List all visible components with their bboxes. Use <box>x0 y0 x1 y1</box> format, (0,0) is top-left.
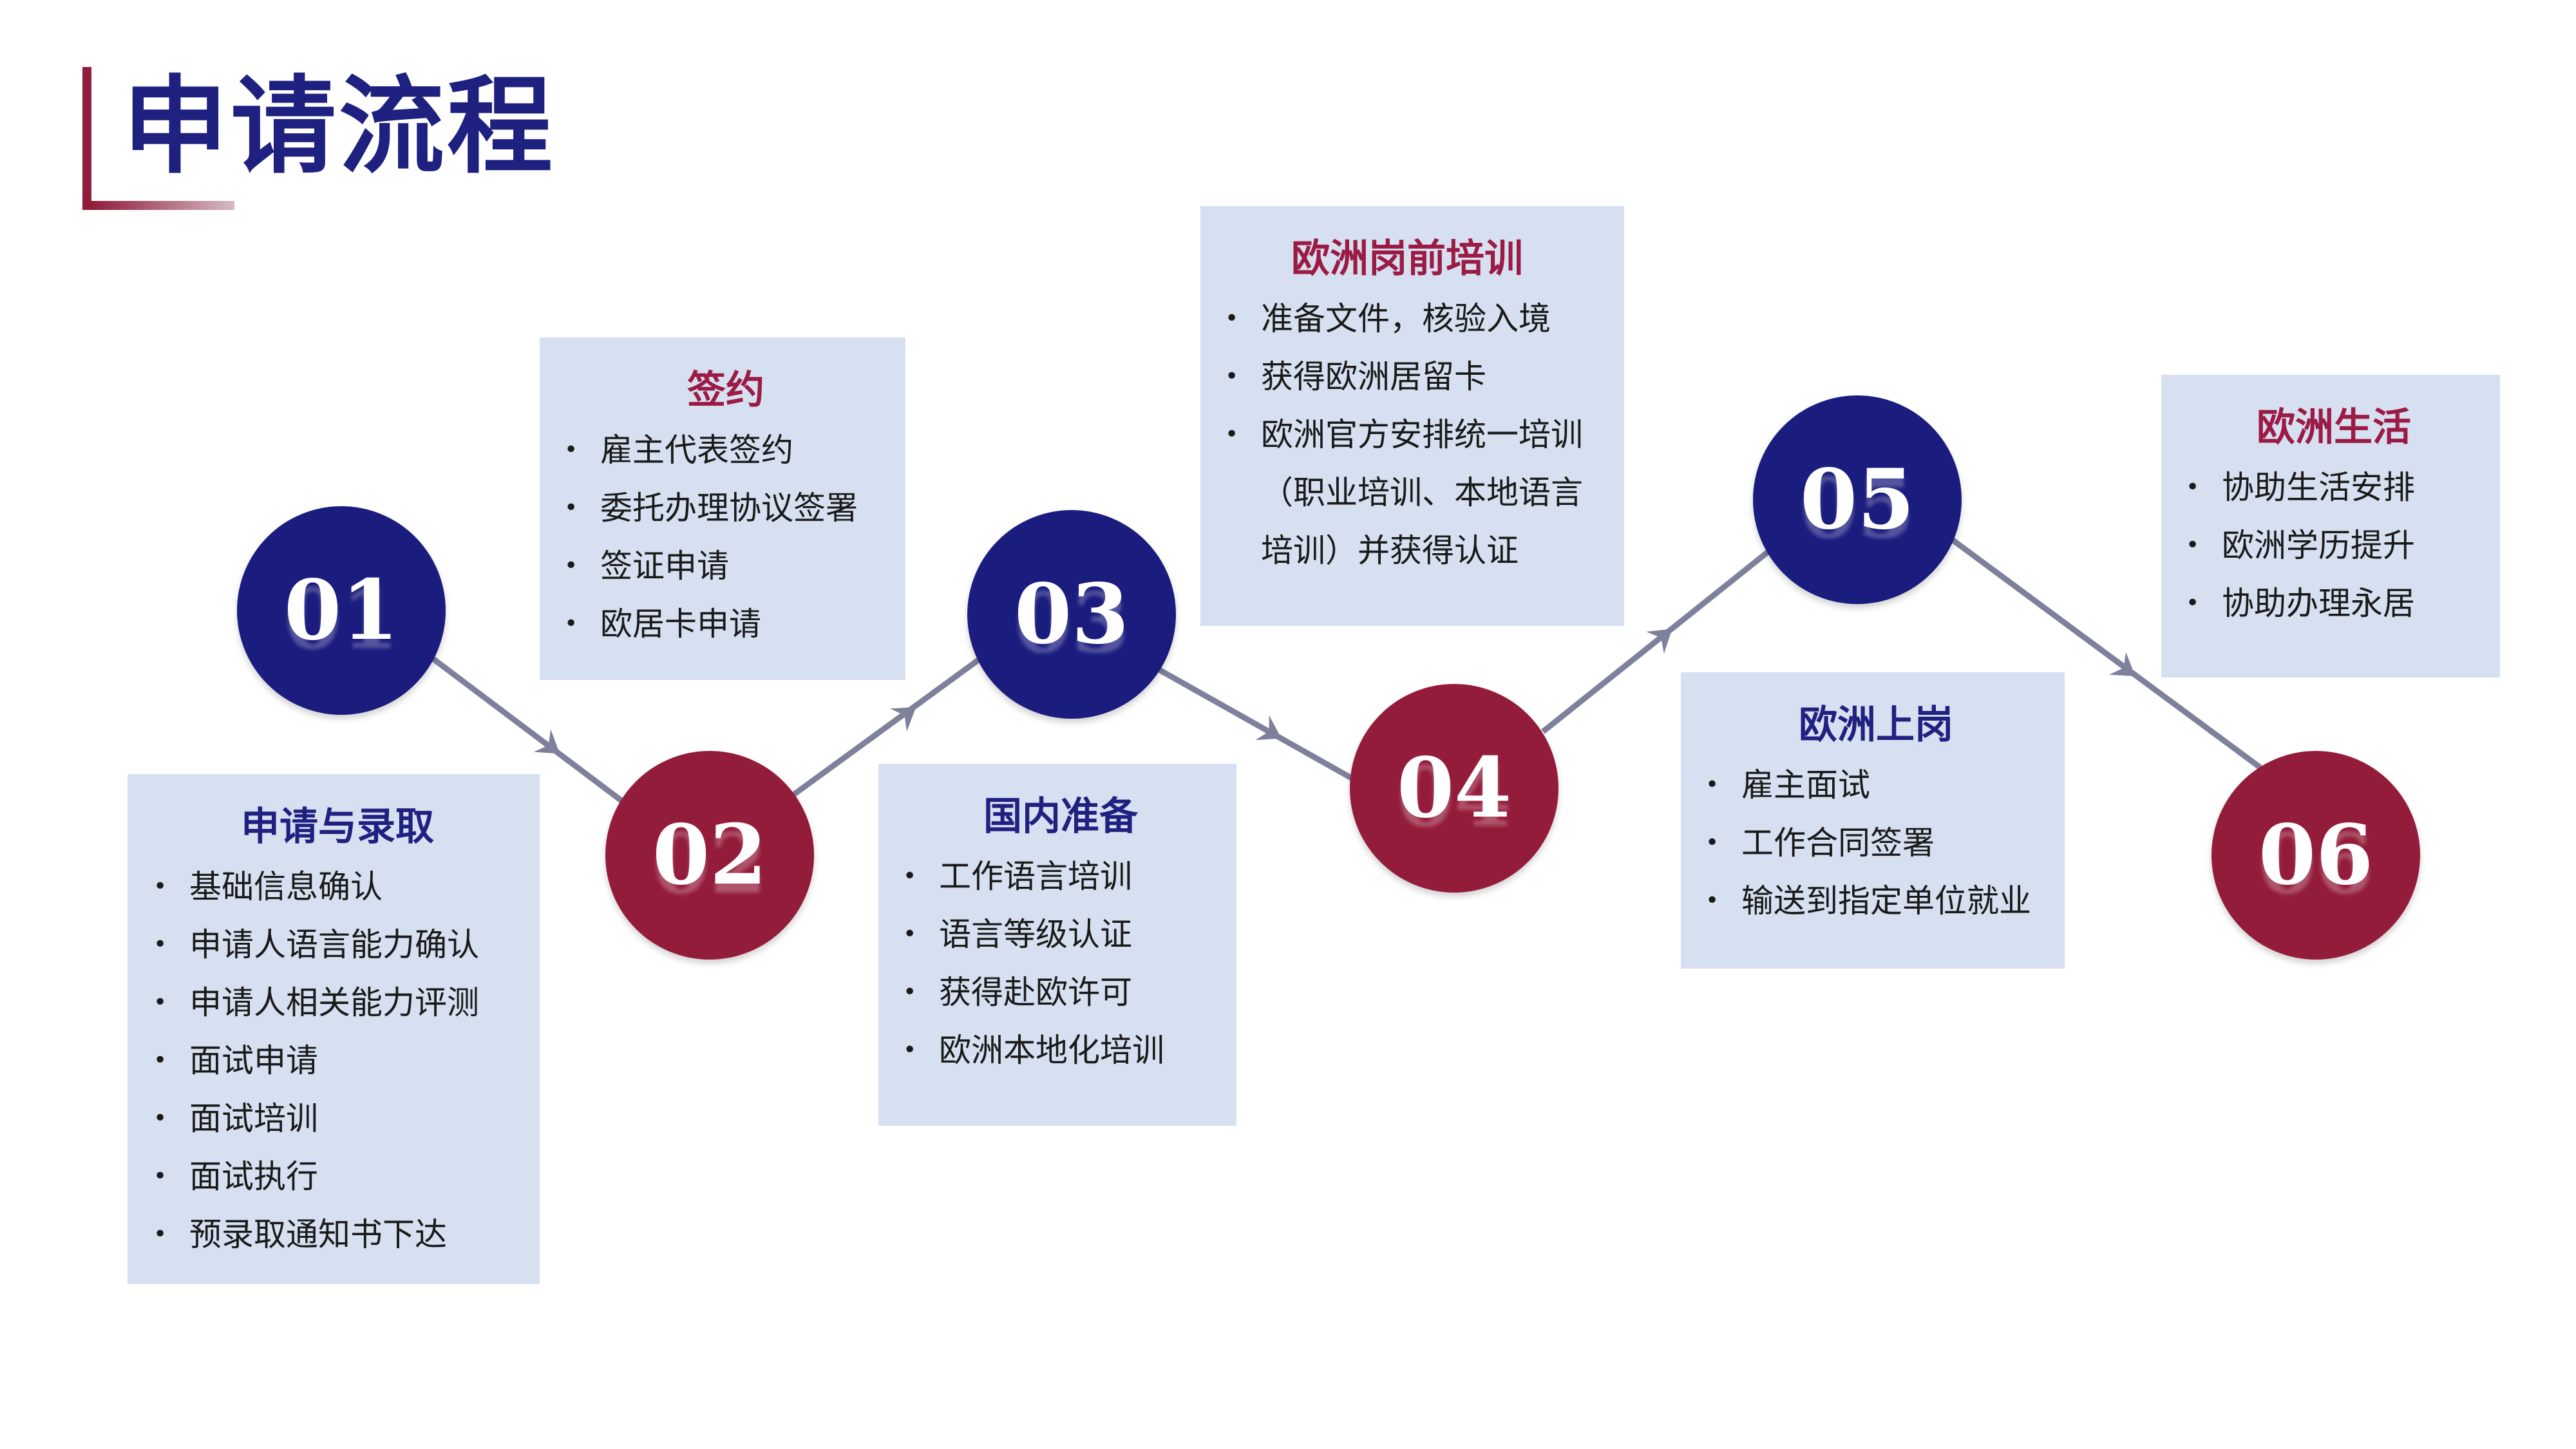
list-item: 面试申请 <box>151 1032 524 1090</box>
title-bracket <box>82 67 234 210</box>
arrow-marker-5 <box>2109 652 2136 676</box>
step-06-card: 欧洲生活 协助生活安排 欧洲学历提升 协助办理永居 <box>2161 375 2500 677</box>
list-item: 获得欧洲居留卡 <box>1222 348 1592 406</box>
step-04-list: 准备文件，核验入境 获得欧洲居留卡 欧洲官方安排统一培训（职业培训、本地语言培训… <box>1222 290 1592 580</box>
arrow-marker-4 <box>1646 629 1672 654</box>
arrow-marker-2 <box>890 707 916 732</box>
list-item: 欧洲本地化培训 <box>900 1021 1221 1079</box>
step-01-card: 申请与录取 基础信息确认 申请人语言能力确认 申请人相关能力评测 面试申请 面试… <box>128 774 540 1284</box>
list-item: 雇主面试 <box>1703 756 2049 814</box>
list-item: 欧洲官方安排统一培训（职业培训、本地语言培训）并获得认证 <box>1222 406 1592 580</box>
list-item: 面试执行 <box>151 1148 524 1206</box>
step-06-circle: 06 <box>2211 751 2420 960</box>
step-02-title: 签约 <box>687 368 764 413</box>
page-title: 申请流程 <box>122 64 556 188</box>
step-05-title: 欧洲上岗 <box>1799 703 1953 748</box>
step-06-number: 06 <box>2258 807 2374 904</box>
step-02-card: 签约 雇主代表签约 委托办理协议签署 签证申请 欧居卡申请 <box>540 337 905 680</box>
step-03-number: 03 <box>1014 566 1130 663</box>
step-03-list: 工作语言培训 语言等级认证 获得赴欧许可 欧洲本地化培训 <box>900 848 1221 1079</box>
step-05-number: 05 <box>1799 451 1915 548</box>
step-05-list: 雇主面试 工作合同签署 输送到指定单位就业 <box>1703 756 2049 930</box>
step-06-title: 欧洲生活 <box>2257 405 2411 450</box>
list-item: 面试培训 <box>151 1090 524 1148</box>
step-04-number: 04 <box>1396 740 1512 837</box>
list-item: 委托办理协议签署 <box>562 479 890 537</box>
list-item: 获得赴欧许可 <box>900 963 1221 1021</box>
list-item: 欧洲学历提升 <box>2183 516 2485 574</box>
list-item: 欧居卡申请 <box>562 595 890 653</box>
step-03-title: 国内准备 <box>983 794 1138 839</box>
list-item: 准备文件，核验入境 <box>1222 290 1592 348</box>
connector-02-03 <box>786 645 997 801</box>
list-item: 预录取通知书下达 <box>151 1206 524 1264</box>
arrow-marker-1 <box>533 729 560 754</box>
connector-05-06 <box>1949 536 2262 770</box>
step-02-list: 雇主代表签约 委托办理协议签署 签证申请 欧居卡申请 <box>562 421 890 653</box>
step-03-card: 国内准备 工作语言培训 语言等级认证 获得赴欧许可 欧洲本地化培训 <box>878 764 1236 1126</box>
step-02-circle: 02 <box>605 751 814 960</box>
step-01-circle: 01 <box>237 506 446 715</box>
list-item: 基础信息确认 <box>151 858 524 916</box>
step-01-list: 基础信息确认 申请人语言能力确认 申请人相关能力评测 面试申请 面试培训 面试执… <box>151 858 524 1264</box>
list-item: 协助生活安排 <box>2183 459 2485 516</box>
list-item: 工作语言培训 <box>900 848 1221 905</box>
list-item: 工作合同签署 <box>1703 814 2049 872</box>
step-04-card: 欧洲岗前培训 准备文件，核验入境 获得欧洲居留卡 欧洲官方安排统一培训（职业培训… <box>1200 206 1624 626</box>
list-item: 输送到指定单位就业 <box>1703 872 2049 930</box>
list-item: 协助办理永居 <box>2183 574 2485 632</box>
step-03-circle: 03 <box>967 510 1176 719</box>
arrow-marker-3 <box>1255 715 1282 741</box>
step-01-title: 申请与录取 <box>241 804 434 849</box>
connector-01-02 <box>417 645 639 815</box>
step-02-number: 02 <box>652 807 768 904</box>
step-04-circle: 04 <box>1350 684 1558 893</box>
list-item: 雇主代表签约 <box>562 421 890 479</box>
step-01-number: 01 <box>283 562 399 659</box>
step-05-card: 欧洲上岗 雇主面试 工作合同签署 输送到指定单位就业 <box>1681 672 2065 969</box>
connector-03-04 <box>1157 667 1365 787</box>
list-item: 签证申请 <box>562 537 890 595</box>
title-decoration <box>82 67 234 215</box>
list-item: 申请人语言能力确认 <box>151 916 524 974</box>
list-item: 语言等级认证 <box>900 905 1221 963</box>
step-05-circle: 05 <box>1753 395 1962 604</box>
connector-04-05 <box>1541 542 1779 734</box>
step-06-list: 协助生活安排 欧洲学历提升 协助办理永居 <box>2183 459 2485 632</box>
list-item: 申请人相关能力评测 <box>151 974 524 1032</box>
step-04-title: 欧洲岗前培训 <box>1291 236 1523 281</box>
